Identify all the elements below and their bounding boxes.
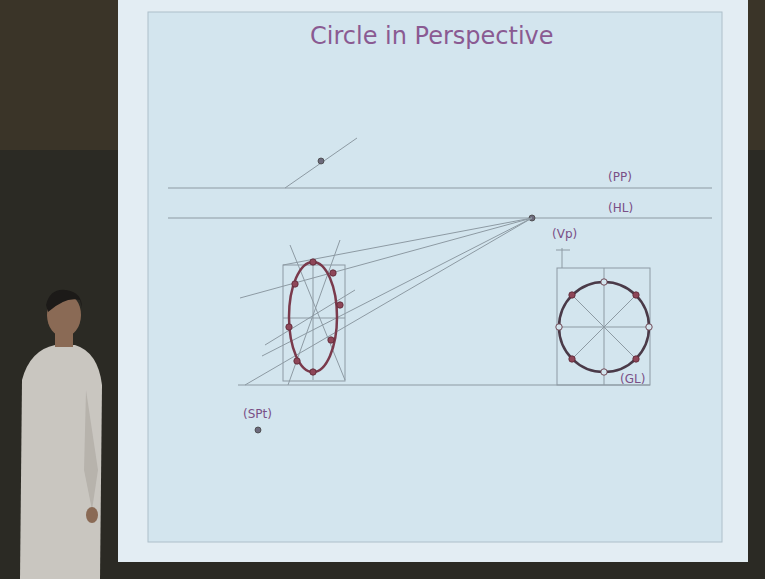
ground-line-label: (GL) xyxy=(620,372,645,386)
slide-title: Circle in Perspective xyxy=(310,22,554,50)
vanishing-point-label: (Vp) xyxy=(552,227,577,241)
horizon-line-label: (HL) xyxy=(608,201,633,215)
picture-plane-label: (PP) xyxy=(608,170,632,184)
station-point-label: (SPt) xyxy=(243,407,272,421)
presenter xyxy=(20,290,102,579)
